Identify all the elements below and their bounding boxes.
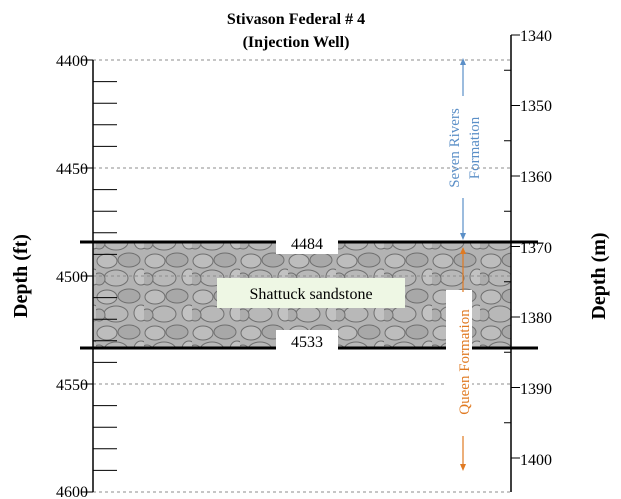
left-tick-label-4600: 4600 (56, 484, 88, 499)
left-axis: 4400 4450 4500 4550 4600 Depth (ft) (10, 53, 117, 499)
down-arrow-icon (460, 464, 466, 471)
svg-text:Shattuck sandstone: Shattuck sandstone (249, 286, 372, 303)
left-tick-label-4500: 4500 (56, 269, 88, 286)
right-axis: 1340 1350 1360 1370 1380 1390 1400 Depth… (504, 28, 610, 492)
top-depth-label: 4484 (276, 232, 338, 254)
right-tick-label-1380: 1380 (520, 310, 552, 327)
seven-rivers-label-line-1: Seven Rivers (447, 108, 463, 188)
sandstone-label: Shattuck sandstone (217, 278, 405, 308)
right-tick-label-1340: 1340 (520, 28, 552, 45)
svg-text:4484: 4484 (291, 236, 323, 253)
queen-formation: Queen Formation (446, 247, 473, 471)
right-tick-label-1390: 1390 (520, 381, 552, 398)
seven-rivers-label-line-2: Formation (467, 116, 483, 179)
svg-text:4533: 4533 (291, 334, 323, 351)
title-line-2: (Injection Well) (243, 34, 350, 51)
left-tick-label-4400: 4400 (56, 53, 88, 70)
right-tick-label-1400: 1400 (520, 452, 552, 469)
queen-label: Queen Formation (457, 309, 473, 415)
title-line-1: Stivason Federal # 4 (227, 11, 365, 28)
right-tick-label-1360: 1360 (520, 169, 552, 186)
left-tick-label-4450: 4450 (56, 161, 88, 178)
left-axis-label: Depth (ft) (10, 234, 32, 318)
up-arrow-icon (460, 247, 466, 254)
down-arrow-icon (460, 233, 466, 240)
right-tick-label-1370: 1370 (520, 240, 552, 257)
left-tick-label-4550: 4550 (56, 377, 88, 394)
seven-rivers-formation: Seven Rivers Formation (447, 58, 483, 240)
right-tick-label-1350: 1350 (520, 98, 552, 115)
gridlines (93, 59, 511, 493)
right-axis-label: Depth (m) (588, 232, 610, 319)
up-arrow-icon (460, 58, 466, 65)
bottom-depth-label: 4533 (276, 330, 338, 352)
